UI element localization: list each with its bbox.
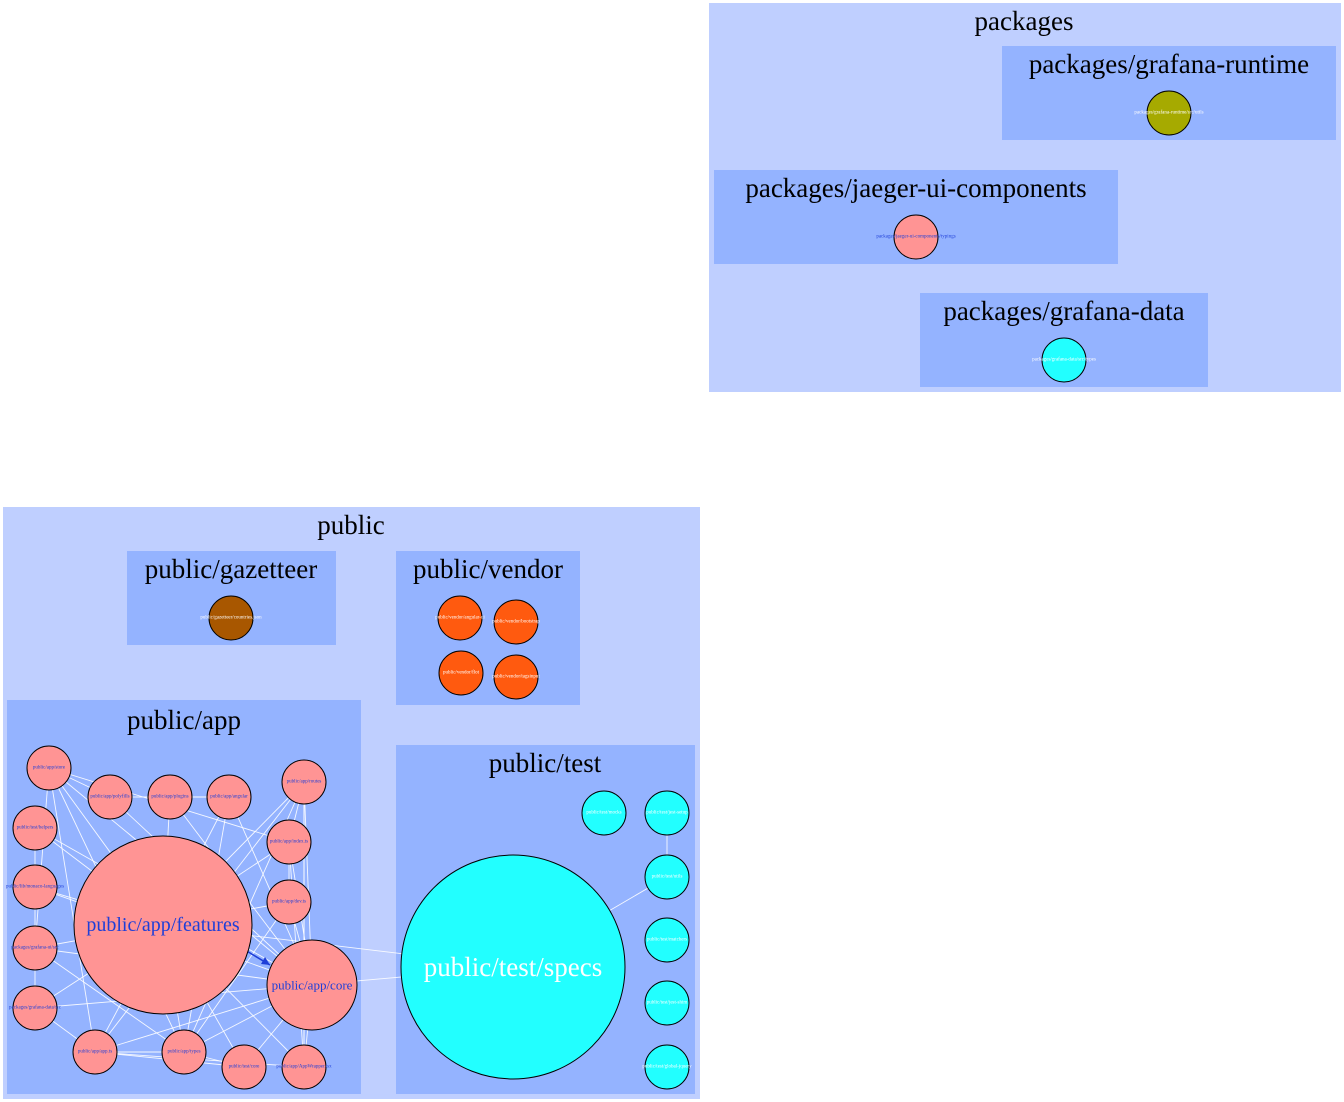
- dependency-edge: [48, 767, 96, 1053]
- node-label: public/test/core: [229, 1065, 261, 1070]
- node-label: public/vendor/flot: [443, 671, 480, 676]
- node-label: public/app/AppWrapper.tsx: [276, 1065, 332, 1070]
- node-app-app[interactable]: public/app/app.ts: [72, 1029, 118, 1075]
- cluster-title: packages/grafana-data: [943, 296, 1184, 326]
- node-jaeger-typings[interactable]: packages/jaeger-ui-components/typings: [876, 214, 956, 260]
- node-test-helpers[interactable]: public/test/helpers: [12, 805, 58, 851]
- node-app-routes[interactable]: public/app/routes: [281, 759, 327, 805]
- node-prism-languages[interactable]: public/lib/monaco-languages: [6, 864, 64, 910]
- dependency-edge: [34, 947, 185, 1053]
- node-label: public/app/core: [272, 978, 353, 993]
- node-label: public/app/polyfills: [90, 795, 129, 800]
- node-label: public/test/mocks: [586, 811, 621, 816]
- node-vendor-flot[interactable]: public/vendor/flot: [438, 650, 484, 696]
- node-test-global[interactable]: public/test/global-jquery: [642, 1044, 692, 1090]
- node-data-types[interactable]: packages/grafana-data/src/types: [1032, 337, 1096, 383]
- node-label: public/test/jest-setup: [646, 811, 688, 816]
- node-label: public/test/jest-shim: [647, 1001, 688, 1006]
- cluster-title: packages: [975, 6, 1074, 36]
- node-label: public/vendor/bootstrap: [492, 620, 540, 625]
- node-label: public/app/angular: [210, 795, 248, 800]
- arrowhead-icon: [261, 957, 270, 965]
- node-label: packages/grafana-data/src: [9, 1006, 62, 1011]
- node-label: public/gazetteer/countries.json: [200, 616, 262, 621]
- cluster-title: packages/jaeger-ui-components: [745, 173, 1086, 203]
- node-label: public/app/plugins: [151, 795, 188, 800]
- node-vendor-tagsinput[interactable]: public/vendor/tagsinput: [492, 654, 540, 700]
- cluster-title: public/test: [489, 748, 602, 778]
- node-label: packages/grafana-ui/src: [11, 946, 59, 951]
- node-vendor-bootstrap[interactable]: public/vendor/bootstrap: [492, 599, 540, 645]
- node-app-polyfills[interactable]: public/app/polyfills: [87, 774, 133, 820]
- node-label: public/test/utils: [652, 875, 683, 880]
- node-label: packages/grafana-runtime/src/utils: [1134, 111, 1203, 116]
- node-label: public/app/routes: [287, 780, 322, 785]
- node-label: public/test/specs: [424, 952, 602, 982]
- node-vendor-angular[interactable]: public/vendor/angular-ui: [435, 595, 485, 641]
- node-test-shims[interactable]: public/test/jest-shim: [644, 980, 690, 1026]
- node-label: public/app/features: [86, 914, 239, 936]
- node-label: public/vendor/angular-ui: [435, 616, 485, 621]
- node-gazetteer-json[interactable]: public/gazetteer/countries.json: [200, 595, 262, 641]
- node-test-mocks[interactable]: public/test/mocks: [581, 790, 627, 836]
- cluster-title: public: [317, 510, 385, 540]
- cluster-title: packages/grafana-runtime: [1029, 49, 1309, 79]
- node-app-types[interactable]: public/app/types: [161, 1029, 207, 1075]
- node-app-plugins[interactable]: public/app/plugins: [147, 774, 193, 820]
- node-test-specs[interactable]: public/test/specs: [400, 854, 626, 1080]
- node-test-matchers[interactable]: public/test/matchers: [644, 917, 690, 963]
- node-label: public/lib/monaco-languages: [6, 885, 64, 890]
- node-label: public/app/dev.ts: [272, 900, 306, 905]
- node-label: public/test/helpers: [17, 826, 54, 831]
- node-label: public/test/matchers: [647, 938, 687, 943]
- cluster-title: public/vendor: [413, 554, 563, 584]
- node-label: public/app/index.ts: [270, 840, 308, 845]
- node-test-core[interactable]: public/test/core: [221, 1044, 267, 1090]
- node-runtime-utils[interactable]: packages/grafana-runtime/src/utils: [1134, 90, 1204, 136]
- node-app-core[interactable]: public/app/core: [266, 939, 358, 1031]
- node-label: public/vendor/tagsinput: [492, 675, 540, 680]
- cluster-title: public/app: [127, 705, 241, 735]
- cluster-public-vendor: public/vendor: [396, 551, 580, 705]
- node-app-dev[interactable]: public/app/dev.ts: [266, 879, 312, 925]
- node-test-utils[interactable]: public/test/utils: [644, 854, 690, 900]
- node-label: public/app/types: [167, 1050, 200, 1055]
- node-app-wrapper[interactable]: public/app/AppWrapper.tsx: [276, 1044, 332, 1090]
- node-label: public/app/store: [33, 766, 66, 771]
- node-label: packages/jaeger-ui-components/typings: [876, 235, 955, 240]
- node-label: packages/grafana-data/src/types: [1032, 358, 1096, 363]
- node-grafana-ui[interactable]: packages/grafana-ui/src: [11, 925, 60, 971]
- dependency-edge: [34, 767, 50, 949]
- node-app-angular[interactable]: public/app/angular: [206, 774, 252, 820]
- node-test-jest[interactable]: public/test/jest-setup: [644, 790, 690, 836]
- node-app-index[interactable]: public/app/index.ts: [266, 819, 312, 865]
- cluster-title: public/gazetteer: [145, 554, 317, 584]
- node-label: public/test/global-jquery: [642, 1065, 692, 1070]
- dependency-edge: [183, 901, 290, 1053]
- node-label: public/app/app.ts: [78, 1050, 112, 1055]
- node-app-store[interactable]: public/app/store: [26, 745, 72, 791]
- node-grafana-data-src[interactable]: packages/grafana-data/src: [9, 985, 62, 1031]
- node-app-features[interactable]: public/app/features: [73, 835, 253, 1015]
